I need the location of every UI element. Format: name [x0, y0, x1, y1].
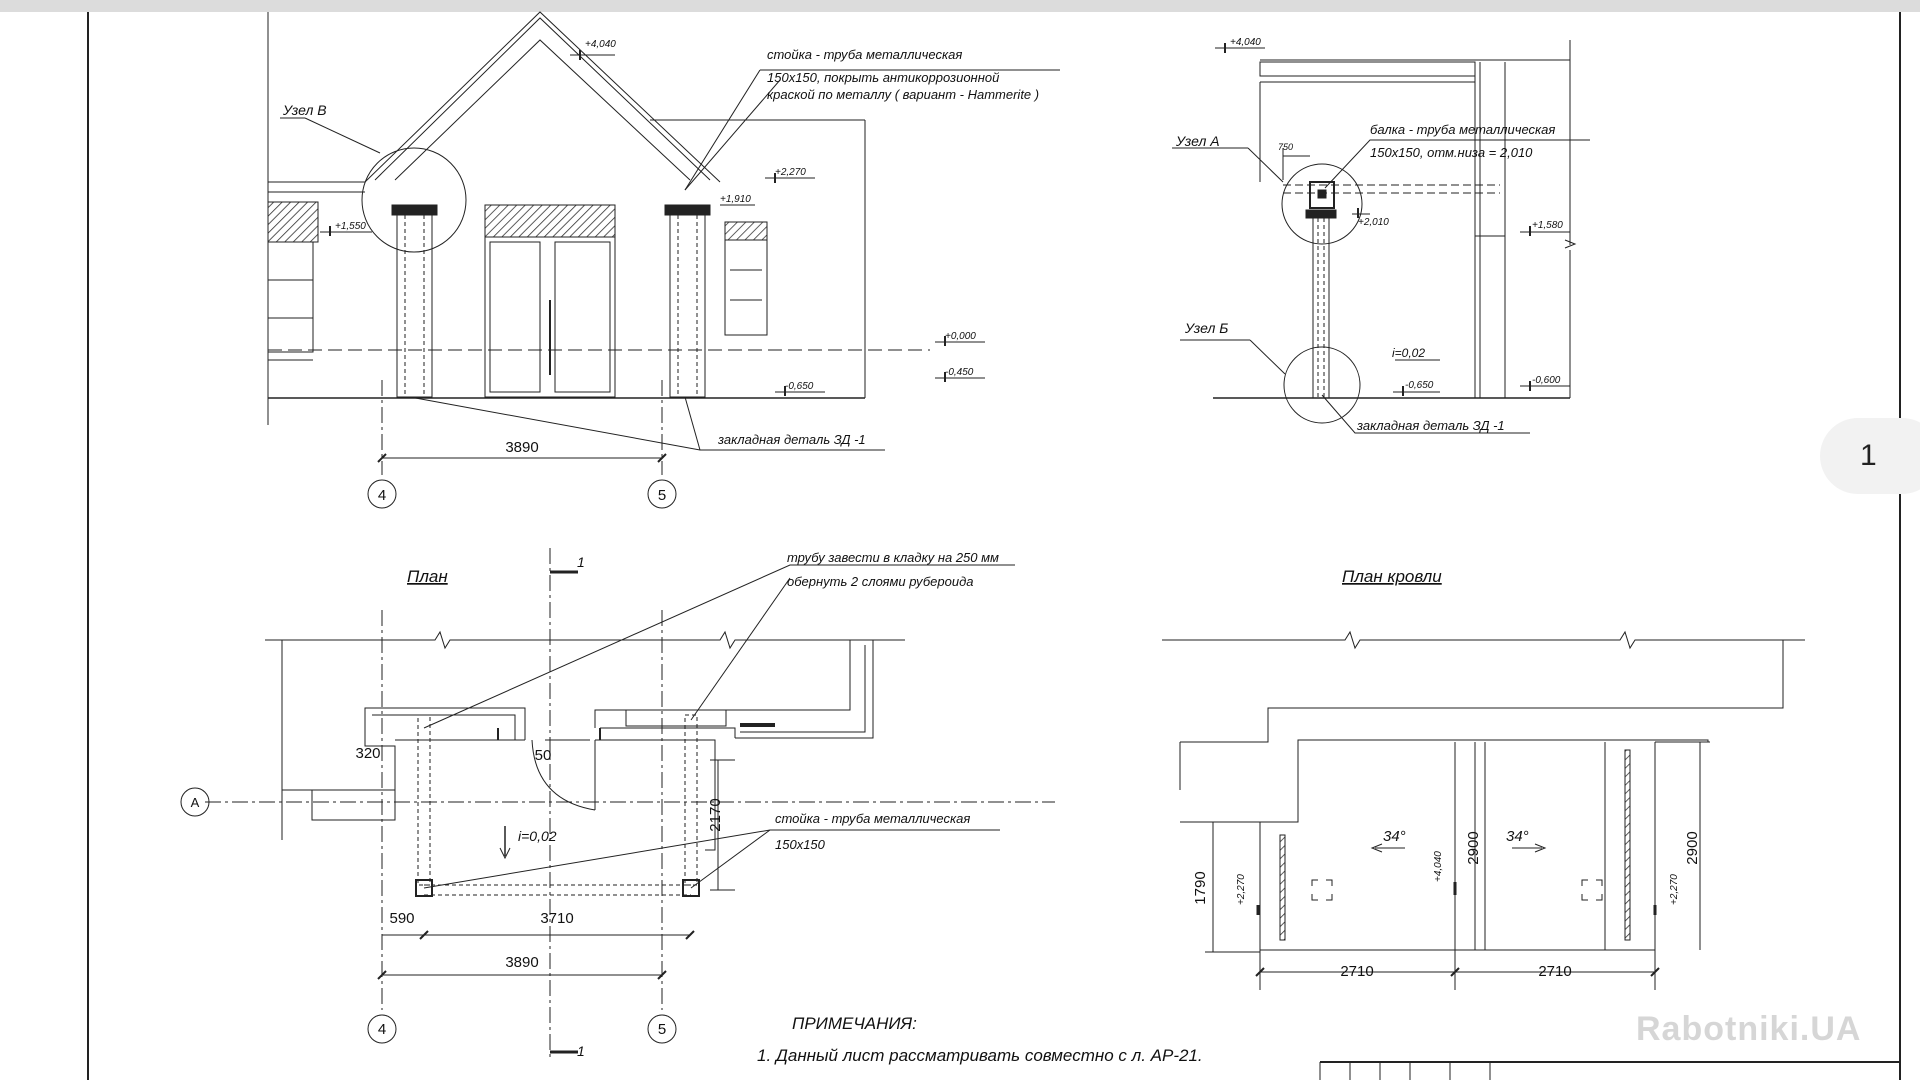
dimension: 3710 [540, 910, 573, 927]
dimension: 750 [1278, 142, 1293, 152]
node-b-label: Узел В [282, 102, 327, 118]
dimension: 320 [355, 745, 380, 762]
dimension: 1790 [1192, 871, 1209, 904]
beam-note: 150х150, отм.низа = 2,010 [1370, 145, 1533, 160]
embedded-part-note: закладная деталь ЗД -1 [1356, 418, 1505, 433]
column-note: 150х150 [775, 837, 826, 852]
level-mark: +2,270 [1669, 874, 1680, 905]
dimension: 2710 [1538, 963, 1571, 980]
pipe-note: обернуть 2 слоями рубероида [787, 574, 973, 589]
front-elevation-drawing [267, 11, 1060, 509]
column-note: краской по металлу ( вариант - Hammerite… [767, 87, 1039, 102]
dimension: 590 [389, 910, 414, 927]
level-mark: -0,650 [785, 381, 814, 392]
level-mark: -0,450 [945, 367, 974, 378]
dimension: 2900 [1465, 831, 1482, 864]
embedded-part-note: закладная деталь ЗД -1 [717, 432, 866, 447]
dimension: 2170 [707, 798, 724, 831]
dimension: 2710 [1340, 963, 1373, 980]
axis-label: 4 [378, 1021, 386, 1038]
level-mark: +4,040 [1433, 851, 1444, 882]
axis-label: 5 [658, 1021, 666, 1038]
level-mark: -0,650 [1405, 380, 1434, 391]
roof-plan-title: План кровли [1342, 567, 1442, 586]
roof-angle: 34° [1506, 828, 1529, 845]
section-mark: 1 [577, 554, 585, 570]
level-mark: +2,270 [1236, 874, 1247, 905]
viewer-top-bar [0, 0, 1920, 12]
level-mark: +1,910 [720, 194, 751, 205]
node-b-label: Узел Б [1184, 320, 1228, 336]
slope-mark: i=0,02 [518, 828, 557, 844]
column-note: стойка - труба металлическая [775, 811, 970, 826]
plan-drawing [180, 548, 1055, 1060]
roof-angle: 34° [1383, 828, 1406, 845]
level-mark: +4,040 [1230, 37, 1261, 48]
slope-mark: i=0,02 [1392, 346, 1425, 360]
dimension: 3890 [505, 439, 538, 456]
dimension: 3890 [505, 954, 538, 971]
axis-label: A [191, 795, 200, 810]
notes-item: 1. Данный лист рассматривать совместно с… [757, 1046, 1203, 1065]
axis-label: 5 [658, 487, 666, 504]
pipe-note: трубу завести в кладку на 250 мм [787, 550, 999, 565]
page-number-badge[interactable]: 1 [1820, 418, 1920, 494]
column-note: стойка - труба металлическая [767, 47, 962, 62]
dimension: 50 [535, 747, 552, 764]
level-mark: +0,000 [945, 331, 976, 342]
plan-title: План [407, 567, 448, 586]
watermark: Rabotniki.UA [1636, 1010, 1862, 1048]
side-elevation-drawing [1172, 40, 1590, 434]
beam-note: балка - труба металлическая [1370, 122, 1555, 137]
roof-plan-drawing [1162, 630, 1805, 990]
notes-heading: ПРИМЕЧАНИЯ: [792, 1014, 917, 1033]
column-note: 150х150, покрыть антикоррозионной [767, 70, 999, 85]
level-mark: +4,040 [585, 39, 616, 50]
level-mark: +2,010 [1358, 217, 1389, 228]
level-mark: +1,580 [1532, 220, 1563, 231]
axis-label: 4 [378, 487, 386, 504]
level-mark: +2,270 [775, 167, 806, 178]
section-mark: 1 [577, 1043, 585, 1059]
level-mark: -0,600 [1532, 375, 1561, 386]
level-mark: +1,550 [335, 221, 366, 232]
node-a-label: Узел А [1175, 133, 1220, 149]
dimension: 2900 [1684, 831, 1701, 864]
